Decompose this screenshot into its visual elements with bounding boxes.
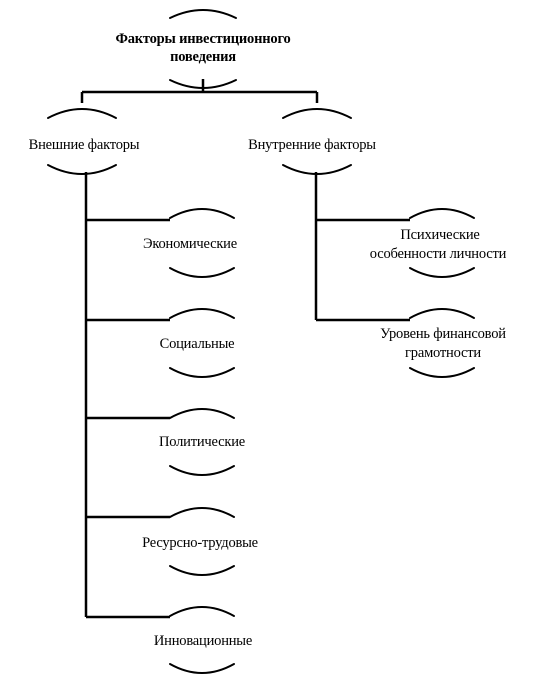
economic-bottom-arc	[169, 267, 235, 278]
literacy-top-arc	[409, 308, 475, 319]
innovation-label: Инновационные	[154, 633, 252, 649]
psychic-bottom-arc	[409, 267, 475, 278]
external-bottom-arc	[47, 164, 117, 175]
social-bottom-arc	[169, 367, 235, 378]
social-top-arc	[169, 308, 235, 319]
literacy-label-line-2: грамотности	[405, 345, 481, 361]
resource-top-arc	[169, 507, 235, 518]
connectors	[80, 79, 410, 619]
innovation-top-arc	[169, 606, 235, 617]
node-arcs	[47, 9, 475, 674]
internal-factors-label: Внутренние факторы	[248, 137, 376, 153]
political-label: Политические	[159, 434, 245, 450]
political-bottom-arc	[169, 465, 235, 476]
external-top-arc	[47, 108, 117, 119]
node-labels: Факторы инвестиционного поведения Внешни…	[29, 31, 507, 649]
external-factors-label: Внешние факторы	[29, 137, 140, 153]
internal-top-arc	[282, 108, 352, 119]
psychic-label-line-2: особенности личности	[370, 246, 507, 262]
root-bottom-arc	[169, 79, 237, 89]
root-label-line-2: поведения	[170, 49, 236, 65]
innovation-bottom-arc	[169, 663, 235, 674]
literacy-label-line-1: Уровень финансовой	[380, 326, 506, 342]
resource-bottom-arc	[169, 565, 235, 576]
psychic-top-arc	[409, 208, 475, 219]
root-top-arc	[169, 9, 237, 19]
economic-label: Экономические	[143, 236, 237, 252]
social-label: Социальные	[160, 336, 235, 352]
root-label-line-1: Факторы инвестиционного	[115, 31, 290, 47]
economic-top-arc	[169, 208, 235, 219]
literacy-bottom-arc	[409, 367, 475, 378]
resource-label: Ресурсно-трудовые	[142, 535, 258, 551]
political-top-arc	[169, 408, 235, 419]
internal-bottom-arc	[282, 164, 352, 175]
psychic-label-line-1: Психические	[400, 227, 479, 243]
